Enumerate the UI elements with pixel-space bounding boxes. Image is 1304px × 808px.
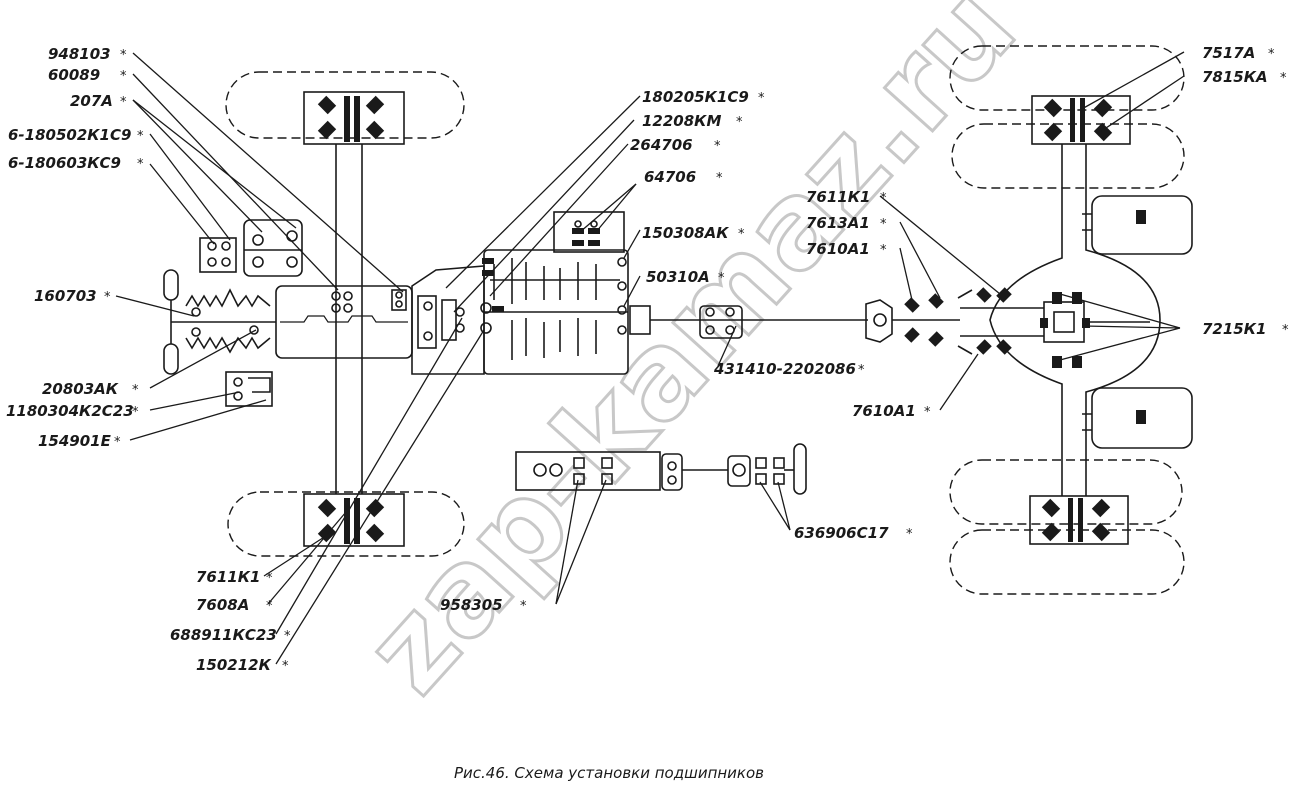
- svg-text:*: *: [1282, 323, 1289, 338]
- svg-text:*: *: [120, 69, 127, 84]
- svg-text:*: *: [718, 271, 725, 286]
- label-180205k1c9: 180205К1С9: [642, 88, 749, 106]
- label-7815ka: 7815КА: [1202, 68, 1268, 86]
- rear-tyre-1: [949, 45, 1185, 111]
- label-7610a1-lower: 7610А1: [852, 402, 916, 420]
- label-1180304k2c23: 1180304К2С23: [6, 402, 134, 420]
- front-hub-top: [303, 91, 405, 145]
- label-431410-2202086: 431410-2202086: [713, 360, 856, 378]
- label-688911kc23: 688911КС23: [170, 626, 277, 644]
- svg-text:*: *: [880, 217, 887, 232]
- brake-chamber-bottom: [1091, 387, 1193, 449]
- brake-chamber-top: [1091, 195, 1193, 255]
- svg-text:*: *: [880, 243, 887, 258]
- rear-tyre-3: [949, 459, 1183, 525]
- rear-tyre-2: [951, 123, 1185, 189]
- label-7613a1: 7613А1: [806, 214, 870, 232]
- differential-housing: [1043, 301, 1085, 343]
- label-7608a: 7608А: [196, 596, 249, 614]
- label-20803ak: 20803АК: [42, 380, 119, 398]
- svg-text:*: *: [880, 191, 887, 206]
- svg-text:*: *: [104, 290, 111, 305]
- svg-text:*: *: [1280, 71, 1287, 86]
- transfer-unit: [515, 443, 807, 495]
- label-60089: 60089: [48, 66, 100, 84]
- label-7215k1: 7215К1: [1202, 320, 1266, 338]
- label-6-180603kc9: 6-180603КС9: [8, 154, 121, 172]
- transfer-case: [515, 451, 661, 491]
- front-accessory-shaft: [163, 269, 276, 375]
- label-7611k1-front: 7611К1: [196, 568, 260, 586]
- svg-text:*: *: [137, 129, 144, 144]
- svg-text:*: *: [714, 139, 721, 154]
- label-64706: 64706: [644, 168, 696, 186]
- svg-text:*: *: [132, 405, 139, 420]
- svg-text:*: *: [758, 91, 765, 106]
- svg-text:*: *: [736, 115, 743, 130]
- svg-text:*: *: [858, 363, 865, 378]
- rear-hub-top: [1031, 95, 1131, 145]
- bearing-labels: 948103 * 60089 * 207А * 6-180502К1С9 * 6…: [6, 44, 1289, 674]
- label-958305: 958305: [440, 596, 503, 614]
- rear-tyre-4: [949, 529, 1185, 595]
- gearbox: [480, 211, 651, 375]
- label-636906c17: 636906С17: [794, 524, 889, 542]
- label-948103: 948103: [48, 45, 111, 63]
- svg-text:*: *: [716, 171, 723, 186]
- label-150212k: 150212К: [196, 656, 272, 674]
- figure-caption: Рис.46. Схема установки подшипников: [454, 764, 764, 782]
- label-150308ak: 150308АК: [642, 224, 729, 242]
- label-12208km: 12208КМ: [642, 112, 721, 130]
- rear-hub-bottom: [1029, 495, 1129, 545]
- label-50310a: 50310А: [646, 268, 710, 286]
- clutch-housing: [411, 265, 485, 375]
- label-7517a: 7517А: [1202, 44, 1255, 62]
- svg-text:*: *: [137, 157, 144, 172]
- svg-text:*: *: [120, 48, 127, 63]
- svg-text:*: *: [738, 227, 745, 242]
- label-7610a1-upper: 7610А1: [806, 240, 870, 258]
- front-left-tyre-bottom: [227, 491, 465, 557]
- leader-lines: [115, 51, 1185, 665]
- front-left-tyre-top: [225, 71, 465, 139]
- label-264706: 264706: [630, 136, 693, 154]
- rear-axle: [892, 45, 1193, 595]
- label-207a: 207А: [70, 92, 113, 110]
- label-160703: 160703: [34, 287, 97, 305]
- svg-text:*: *: [114, 435, 121, 450]
- pump-unit-upper: [199, 219, 303, 277]
- svg-text:*: *: [520, 599, 527, 614]
- front-axle: [225, 71, 465, 557]
- front-hub-bottom: [303, 493, 405, 547]
- svg-text:*: *: [924, 405, 931, 420]
- svg-text:*: *: [266, 599, 273, 614]
- label-154901e: 154901Е: [38, 432, 112, 450]
- svg-text:*: *: [120, 95, 127, 110]
- svg-text:*: *: [132, 383, 139, 398]
- gearbox-top-cover: [553, 211, 625, 253]
- svg-text:*: *: [284, 629, 291, 644]
- svg-text:*: *: [906, 527, 913, 542]
- engine-block: [275, 285, 413, 359]
- svg-text:*: *: [1268, 47, 1275, 62]
- svg-text:*: *: [266, 571, 273, 586]
- label-7611k1-rear: 7611К1: [806, 188, 870, 206]
- label-6-180502k1c9: 6-180502К1С9: [8, 126, 131, 144]
- pump-unit-lower: [225, 371, 273, 407]
- svg-text:*: *: [282, 659, 289, 674]
